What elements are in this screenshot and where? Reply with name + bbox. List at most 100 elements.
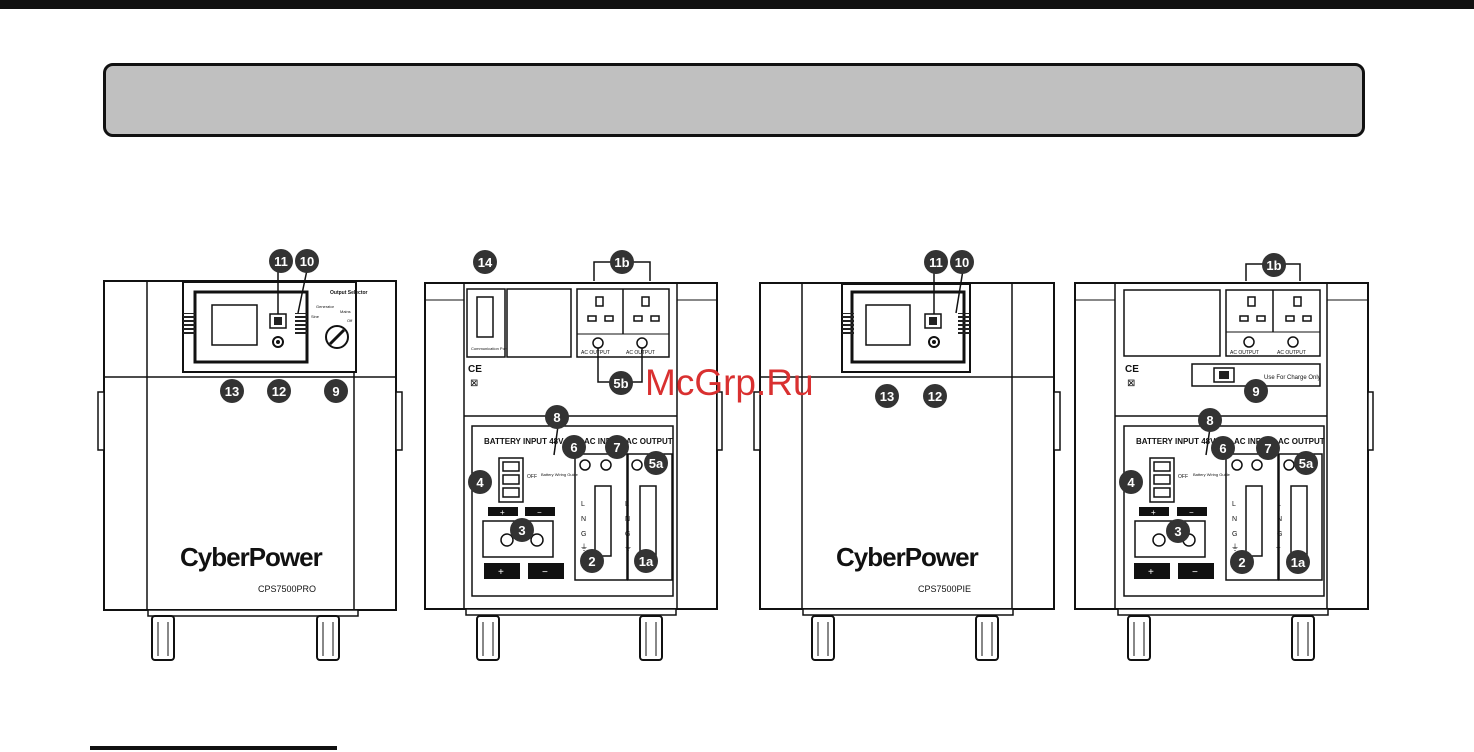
- terminal-ground-1: ⏚: [580, 543, 588, 552]
- svg-text:1b: 1b: [1266, 258, 1281, 273]
- callout: 7: [1256, 436, 1280, 460]
- svg-text:3: 3: [1174, 524, 1181, 539]
- selector-mark-mains: Mains: [340, 309, 351, 314]
- svg-text:12: 12: [272, 384, 286, 399]
- callout: 11: [924, 250, 948, 274]
- callout: 10: [950, 250, 974, 274]
- callout: 4: [468, 470, 492, 494]
- svg-text:7: 7: [613, 440, 620, 455]
- callout: 5b: [609, 371, 633, 395]
- callout: 9: [1244, 379, 1268, 403]
- callouts: 11 10 13 12 9 14 1b 5b 8 6 7 5a 4 3 2 1a…: [220, 249, 1318, 574]
- svg-text:11: 11: [929, 255, 943, 270]
- svg-text:7: 7: [1264, 441, 1271, 456]
- watermark: McGrp.Ru: [645, 362, 814, 403]
- outlet-label-2: AC OUTPUT: [626, 350, 655, 356]
- unit-pro-front: Output Selector Generator Sine Mains Off…: [97, 280, 403, 661]
- terminal-plus-4: +: [1276, 543, 1281, 552]
- terminal-n-3: N: [1232, 516, 1237, 523]
- ac-output-label-pie: AC OUTPUT: [1278, 437, 1325, 446]
- header-box: [103, 63, 1365, 137]
- svg-text:2: 2: [588, 554, 595, 569]
- ac-input-label-pie: AC INPUT: [1234, 437, 1272, 446]
- svg-text:12: 12: [928, 389, 942, 404]
- plus-sign-4: +: [1148, 567, 1154, 578]
- ac-output-label: AC OUTPUT: [626, 437, 673, 446]
- weee-mark-2: ⊠: [1127, 378, 1135, 389]
- svg-text:3: 3: [518, 523, 525, 538]
- plus-sign-1: +: [500, 508, 505, 517]
- callout: 13: [875, 384, 899, 408]
- callout: 1b: [1262, 253, 1286, 277]
- ce-mark-2: CE: [1125, 364, 1139, 375]
- terminal-n-4: N: [1277, 516, 1282, 523]
- svg-text:1a: 1a: [639, 554, 654, 569]
- terminal-l-3: L: [1232, 501, 1236, 508]
- terminal-n-2: N: [625, 516, 630, 523]
- selector-mark-off: Off: [347, 318, 353, 323]
- callout: 8: [1198, 408, 1222, 432]
- callout: 3: [510, 518, 534, 542]
- callout: 14: [473, 250, 497, 274]
- terminal-ground-3: ⏚: [1231, 543, 1239, 552]
- battery-input-label-pie: BATTERY INPUT 48V: [1136, 437, 1216, 446]
- selector-mark-sine: Sine: [311, 314, 320, 319]
- callout: 5a: [644, 451, 668, 475]
- svg-text:10: 10: [300, 254, 314, 269]
- callout: 4: [1119, 470, 1143, 494]
- charge-only-label: Use For Charge Only: [1264, 375, 1321, 381]
- callout: 3: [1166, 519, 1190, 543]
- svg-text:8: 8: [1206, 413, 1213, 428]
- svg-text:9: 9: [1252, 384, 1259, 399]
- callout: 6: [562, 435, 586, 459]
- brand-logo-pie: CyberPower: [836, 542, 979, 572]
- callout: 2: [580, 549, 604, 573]
- output-selector-label: Output Selector: [330, 290, 368, 296]
- callout: 7: [605, 435, 629, 459]
- svg-text:14: 14: [478, 255, 493, 270]
- callout: 5a: [1294, 451, 1318, 475]
- svg-text:6: 6: [570, 440, 577, 455]
- svg-text:4: 4: [476, 475, 484, 490]
- svg-text:6: 6: [1219, 441, 1226, 456]
- minus-sign-4: −: [1192, 567, 1198, 578]
- minus-sign-3: −: [1189, 508, 1194, 517]
- svg-text:13: 13: [880, 389, 894, 404]
- callout: 9: [324, 379, 348, 403]
- selector-mark-generator: Generator: [316, 304, 335, 309]
- top-rule: [0, 0, 1474, 9]
- svg-text:2: 2: [1238, 555, 1245, 570]
- outlet-label-3: AC OUTPUT: [1230, 350, 1259, 356]
- minus-sign-1: −: [537, 508, 542, 517]
- terminal-g-1: G: [581, 531, 586, 538]
- brand-logo-pro: CyberPower: [180, 542, 323, 572]
- svg-text:5a: 5a: [1299, 456, 1314, 471]
- unit-pro-back: Communication Port AC OUTPUT AC OUTPUT C…: [424, 282, 723, 661]
- weee-mark-1: ⊠: [470, 378, 478, 389]
- ce-mark-1: CE: [468, 364, 482, 375]
- callout: 12: [267, 379, 291, 403]
- callout: 1a: [634, 549, 658, 573]
- terminal-l-1: L: [581, 501, 585, 508]
- terminal-g-3: G: [1232, 531, 1237, 538]
- terminal-g-4: G: [1277, 531, 1282, 538]
- svg-text:11: 11: [274, 254, 288, 269]
- callout: 2: [1230, 550, 1254, 574]
- callout: 1b: [610, 250, 634, 274]
- svg-text:10: 10: [955, 255, 969, 270]
- minus-sign-2: −: [542, 567, 548, 578]
- breaker-label: Battery Wiring Guide: [541, 472, 579, 477]
- communication-port-label: Communication Port: [471, 346, 508, 351]
- model-label-pro: CPS7500PRO: [258, 584, 316, 594]
- battery-input-label: BATTERY INPUT 48V: [484, 437, 564, 446]
- svg-text:4: 4: [1127, 475, 1135, 490]
- outlet-label-1: AC OUTPUT: [581, 350, 610, 356]
- outlet-label-4: AC OUTPUT: [1277, 350, 1306, 356]
- terminal-ground-2: ⏚: [624, 543, 632, 552]
- plus-sign-2: +: [498, 567, 504, 578]
- svg-text:9: 9: [332, 384, 339, 399]
- model-label-pie: CPS7500PIE: [918, 584, 971, 594]
- callout: 10: [295, 249, 319, 273]
- callout: 8: [545, 405, 569, 429]
